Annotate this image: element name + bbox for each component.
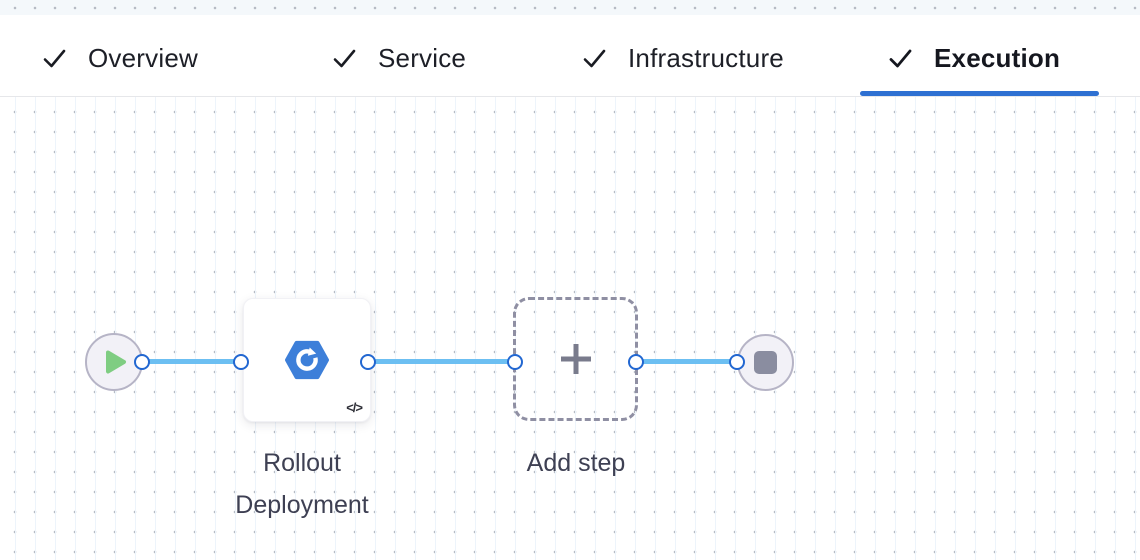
check-icon: [581, 45, 608, 72]
code-badge[interactable]: </>: [346, 400, 363, 415]
pipeline-end-node: [737, 334, 794, 391]
connector-addstep-to-end: [636, 359, 737, 364]
rollout-step-label: Rollout Deployment: [235, 449, 369, 519]
tab-service[interactable]: Service: [331, 15, 466, 96]
connector-rollout-to-addstep: [368, 359, 515, 364]
tab-service-label: Service: [378, 43, 467, 73]
tab-execution[interactable]: Execution: [887, 15, 1060, 96]
stage-tabbar: Overview Service Infrastructure Executio…: [0, 15, 1140, 97]
step-node-rollout-deployment[interactable]: </>: [243, 298, 371, 422]
tab-execution-label: Execution: [934, 43, 1061, 73]
tab-infrastructure-label: Infrastructure: [628, 43, 784, 73]
check-icon: [887, 45, 914, 72]
canvas-top-strip: [0, 0, 1140, 15]
connector-start-to-rollout: [142, 359, 241, 364]
port-rollout-out[interactable]: [360, 354, 376, 370]
port-rollout-in[interactable]: [233, 354, 249, 370]
active-tab-underline: [860, 91, 1099, 96]
check-icon: [41, 45, 68, 72]
pipeline-start-node: [85, 333, 143, 391]
port-addstep-out[interactable]: [628, 354, 644, 370]
stop-icon: [754, 351, 777, 374]
tab-overview-label: Overview: [88, 43, 198, 73]
port-end-in[interactable]: [729, 354, 745, 370]
port-addstep-in[interactable]: [507, 354, 523, 370]
pipeline-canvas[interactable]: </> Rollout Deployment Add step: [0, 97, 1140, 560]
play-icon: [106, 350, 126, 374]
add-step-node[interactable]: [513, 297, 638, 421]
plus-icon: [560, 344, 591, 374]
tab-overview[interactable]: Overview: [41, 15, 198, 96]
k8s-rollout-icon: [284, 340, 330, 380]
check-icon: [331, 45, 358, 72]
port-start-out[interactable]: [134, 354, 150, 370]
add-step-label: Add step: [526, 449, 626, 477]
tab-infrastructure[interactable]: Infrastructure: [581, 15, 784, 96]
